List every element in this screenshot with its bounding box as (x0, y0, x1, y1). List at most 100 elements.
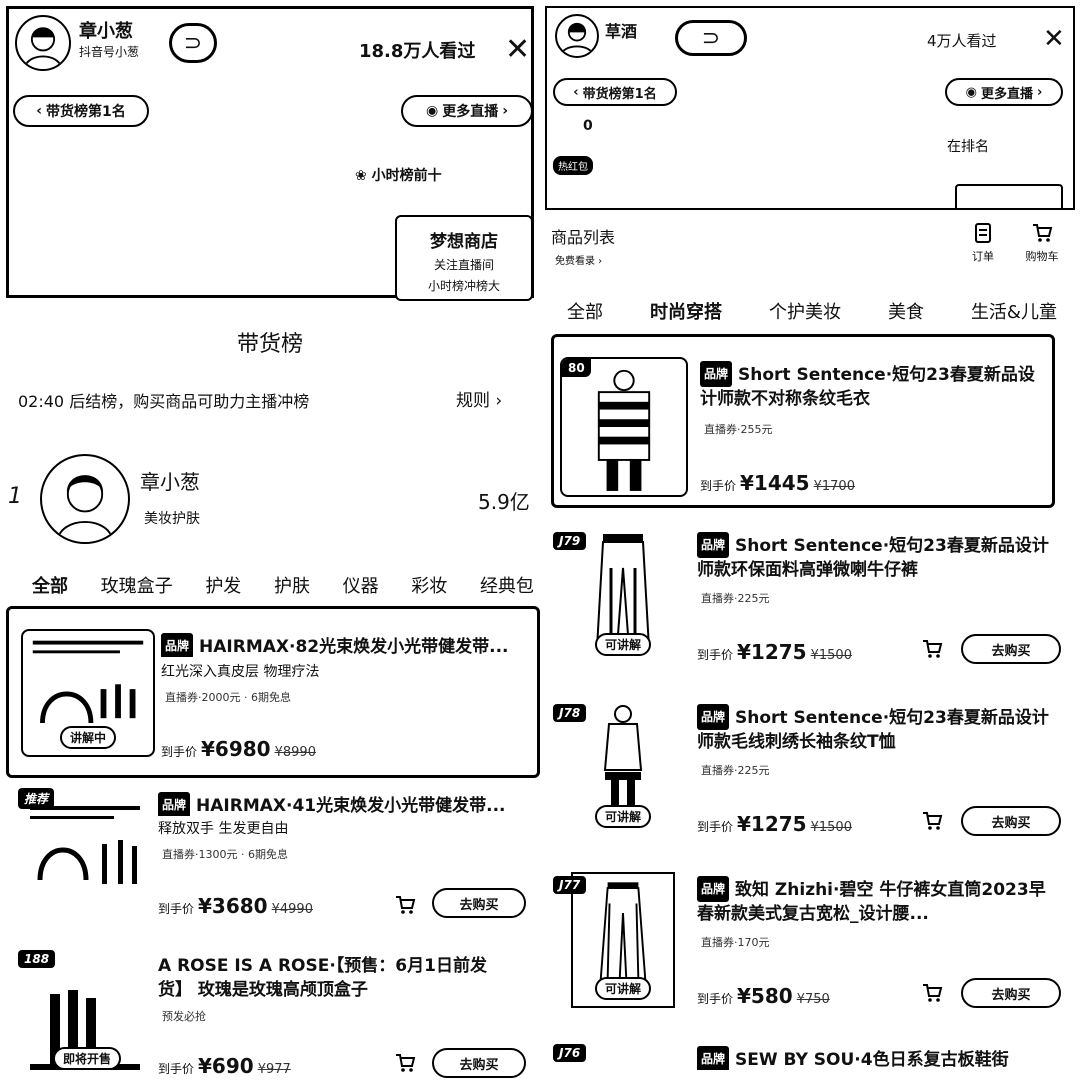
price-row: 到手价 ¥1445 ¥1700 (700, 471, 855, 495)
tab-makeup[interactable]: 彩妆 (411, 576, 448, 597)
more-live-button[interactable]: ◉ 更多直播 › (945, 78, 1063, 106)
buy-button[interactable]: 去购买 (432, 888, 526, 918)
promo-title: 梦想商店 (430, 232, 498, 252)
tab-fashion[interactable]: 时尚穿搭 (649, 302, 722, 323)
product-subtitle: 释放双手 生发更自由 (158, 821, 289, 837)
play-icon: ◉ (426, 103, 439, 119)
rules-link[interactable]: 规则 › (456, 391, 503, 411)
price-was: ¥1700 (813, 479, 855, 494)
product-image[interactable]: 80 (560, 357, 688, 497)
product-image[interactable] (20, 800, 154, 912)
rank-badge: 188 (18, 950, 56, 968)
host-subtitle: 抖音号小葱 (79, 45, 140, 59)
price-was: ¥4990 (271, 902, 313, 917)
list-subtitle[interactable]: 免费看录 › (555, 256, 603, 267)
close-icon[interactable]: ✕ (505, 32, 531, 67)
live-preview[interactable]: 章小葱 抖音号小葱 ⊃ 18.8万人看过 ✕ ‹ 带货榜第1名 ◉ 更多直播 ›… (6, 6, 534, 301)
chevron-right-icon: › (502, 103, 508, 119)
tab-haircare[interactable]: 护发 (205, 576, 242, 597)
status-badge: 可讲解 (594, 977, 652, 1000)
board-countdown: 02:40 后结榜，购买商品可助力主播冲榜 (18, 392, 310, 411)
chevron-left-icon: ‹ (36, 103, 43, 119)
cart-button[interactable]: 购物车 (1017, 222, 1067, 264)
price-label: 到手价 (697, 992, 734, 1006)
price-was: ¥750 (796, 992, 830, 1007)
product-image[interactable]: 即将开售 (20, 964, 154, 1076)
chevron-left-icon: ‹ (573, 84, 579, 100)
tab-life-kids[interactable]: 生活&儿童 (970, 302, 1057, 323)
price-label: 到手价 (697, 648, 734, 662)
fans-badge: ❀ 小时榜前十 (355, 168, 442, 184)
product-image[interactable]: 可讲解 (581, 528, 665, 662)
rank-pill[interactable]: ‹ 带货榜第1名 (553, 78, 677, 106)
orders-icon (975, 223, 991, 243)
cart-icon[interactable] (394, 1052, 416, 1074)
price-now: ¥6980 (201, 737, 271, 761)
price-was: ¥1500 (810, 648, 852, 663)
anchor-avatar[interactable] (40, 454, 130, 544)
product-image[interactable]: 讲解中 (21, 629, 155, 757)
host-name: 草酒 (605, 22, 638, 41)
follow-button[interactable]: ⊃ (169, 23, 217, 63)
product-image[interactable]: 可讲解 (581, 700, 665, 834)
buy-button[interactable]: 去购买 (961, 806, 1061, 836)
price-row: 到手价 ¥580 ¥750 (697, 984, 830, 1008)
ranking-note: 在排名 (947, 139, 989, 155)
product-coupon: 直播券·225元 (701, 764, 770, 777)
rank-pill[interactable]: ‹ 带货榜第1名 (13, 95, 149, 127)
product-card[interactable]: 188 即将开售 A ROSE IS A ROSE·【预售：6月1日前发货】 玫… (6, 948, 540, 1080)
rank-badge: J79 (553, 532, 587, 550)
buy-button[interactable]: 去购买 (432, 1048, 526, 1078)
buy-button[interactable]: 去购买 (961, 634, 1061, 664)
list-title: 商品列表 (551, 228, 616, 247)
rank-badge: J77 (553, 876, 587, 894)
tab-devices[interactable]: 仪器 (342, 576, 379, 597)
price-was: ¥1500 (810, 820, 852, 835)
product-image[interactable]: 可讲解 (571, 872, 675, 1008)
close-icon[interactable]: ✕ (1043, 24, 1065, 54)
host-avatar[interactable] (15, 15, 71, 71)
shopping-cart-icon (1033, 224, 1053, 242)
brand-tag: 品牌 (697, 876, 730, 902)
price-now: ¥1275 (737, 640, 807, 664)
orders-button[interactable]: 订单 (963, 222, 1003, 264)
price-now: ¥580 (737, 984, 793, 1008)
price-was: ¥8990 (274, 745, 316, 760)
price-label: 到手价 (158, 902, 195, 916)
follow-button[interactable]: ⊃ (675, 20, 747, 56)
tab-food[interactable]: 美食 (887, 302, 924, 323)
product-coupon: 直播券·1300元 · 6期免息 (162, 848, 288, 861)
cart-icon[interactable] (921, 810, 943, 832)
tab-classic-bags[interactable]: 经典包 (479, 576, 534, 597)
red-packet-badge[interactable]: 热红包 (553, 156, 593, 175)
price-label: 到手价 (161, 745, 198, 759)
product-card[interactable]: J77 可讲解 品牌致知 Zhizhi·碧空 牛仔裤女直筒2023早春新款美式复… (551, 872, 1061, 1012)
buy-button[interactable]: 去购买 (961, 978, 1061, 1008)
overlay-button[interactable] (955, 184, 1063, 208)
promo-card[interactable]: 梦想商店 关注直播间 小时榜冲榜大 (395, 215, 533, 301)
tab-rose-box[interactable]: 玫瑰盒子 (100, 576, 173, 597)
cart-icon[interactable] (921, 638, 943, 660)
cart-icon[interactable] (394, 894, 416, 916)
anchor-gmv: 5.9亿 (478, 490, 530, 514)
tab-all[interactable]: 全部 (567, 302, 603, 323)
host-avatar[interactable] (555, 14, 599, 58)
tab-skincare[interactable]: 护肤 (273, 576, 310, 597)
product-subtitle: 红光深入真皮层 物理疗法 (161, 664, 320, 680)
tab-beauty[interactable]: 个护美妆 (768, 302, 841, 323)
price-now: ¥1275 (737, 812, 807, 836)
left-screen: 章小葱 抖音号小葱 ⊃ 18.8万人看过 ✕ ‹ 带货榜第1名 ◉ 更多直播 ›… (6, 6, 540, 1080)
live-preview[interactable]: 草酒 ⊃ 4万人看过 ✕ ‹ 带货榜第1名 ◉ 更多直播 › 0 热红包 在排名 (545, 6, 1075, 210)
cart-icon[interactable] (921, 982, 943, 1004)
product-coupon: 直播券·255元 (704, 423, 773, 436)
status-badge: 可讲解 (594, 633, 652, 656)
more-live-button[interactable]: ◉ 更多直播 › (401, 95, 533, 127)
tab-all[interactable]: 全部 (32, 576, 68, 597)
